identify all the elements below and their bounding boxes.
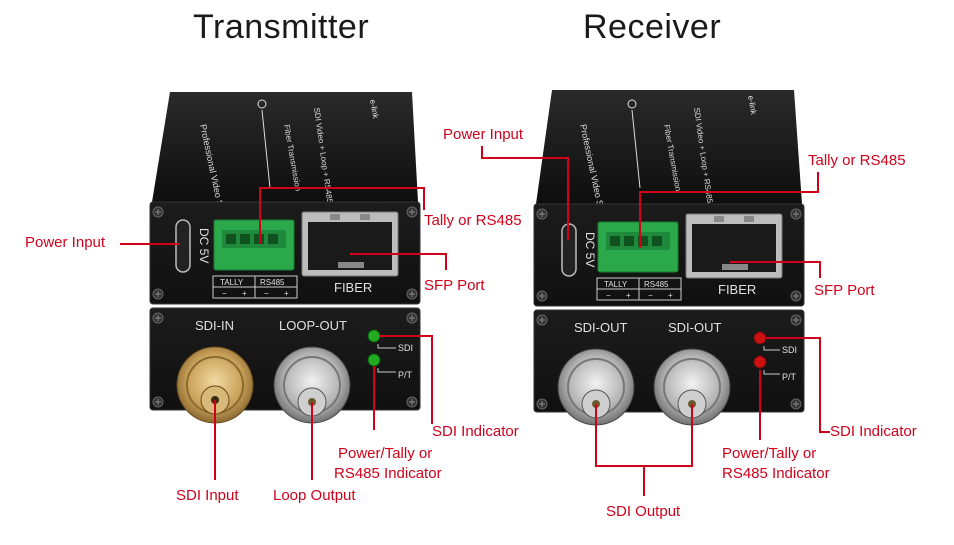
receiver-device: Professional Video Solution SDI Video + …: [533, 90, 805, 426]
receiver-led-sdi-label: SDI: [782, 345, 797, 355]
tx-sdi-input-label: SDI Input: [176, 487, 239, 504]
rx-sdi-ind-leader: [766, 337, 830, 433]
receiver-led-bracket: [763, 346, 780, 351]
transmitter-tally-label: TALLY: [220, 278, 244, 287]
tx-tally-leader: [259, 187, 425, 244]
transmitter-minus-label: −: [222, 289, 227, 298]
receiver-screw: [536, 398, 548, 410]
rx-power-input-label: Power Input: [443, 126, 524, 143]
tx-power-input-label: Power Input: [25, 234, 106, 251]
receiver-dc-label: DC 5V: [583, 232, 597, 267]
rx-sdi-output-leader: [595, 404, 693, 496]
transmitter-sfp-latch: [338, 262, 364, 268]
receiver-top-dot: [627, 99, 637, 109]
receiver-screw: [536, 208, 548, 220]
rx-sfp-leader: [730, 261, 821, 278]
transmitter-sfp-tab: [330, 214, 340, 220]
receiver-led-pt-label: P/T: [782, 372, 797, 382]
tx-power-tally-label-1: Power/Tally or: [338, 445, 433, 462]
receiver-title: Receiver: [583, 8, 722, 46]
transmitter-screw: [406, 396, 418, 408]
transmitter-device: Professional Video Solution SDI Video + …: [149, 92, 421, 424]
transmitter-bnc2-label: LOOP-OUT: [279, 318, 347, 333]
rx-sdi-output-label: SDI Output: [606, 503, 681, 520]
transmitter-top-cover: [152, 92, 418, 202]
transmitter-led-pt-label: P/T: [398, 370, 413, 380]
transmitter-rs485-label: RS485: [260, 278, 285, 287]
transmitter-screw: [152, 288, 164, 300]
receiver-plus-label: +: [626, 291, 631, 300]
rx-sdi-indicator-label: SDI Indicator: [830, 423, 917, 440]
transmitter-sdi-led: [367, 329, 381, 343]
receiver-minus-label: −: [606, 291, 611, 300]
rx-power-tally-label-1: Power/Tally or: [722, 445, 817, 462]
rx-power-tally-label-2: RS485 Indicator: [722, 465, 830, 482]
transmitter-led-bracket: [377, 344, 396, 349]
receiver-screw: [790, 208, 802, 220]
transmitter-dc-port[interactable]: [175, 219, 191, 273]
transmitter-sfp-tab: [360, 214, 370, 220]
receiver-screw: [790, 398, 802, 410]
receiver-led-bracket: [763, 370, 780, 375]
transmitter-callout-lines: [120, 187, 447, 480]
receiver-pt-led: [753, 355, 767, 369]
receiver-callout-lines: [481, 146, 830, 496]
receiver-sfp-tab: [744, 216, 754, 222]
transmitter-screw: [406, 288, 418, 300]
receiver-sfp-tab: [714, 216, 724, 222]
receiver-screw: [790, 314, 802, 326]
receiver-top-line: [631, 109, 641, 189]
transmitter-minus-label-2: −: [264, 289, 269, 298]
transmitter-top-line: [261, 109, 271, 189]
receiver-sdi-out-connector-2[interactable]: [653, 348, 731, 426]
tx-power-tally-label-2: RS485 Indicator: [334, 465, 442, 482]
transmitter-led-sdi-label: SDI: [398, 343, 413, 353]
receiver-rs485-label: RS485: [644, 280, 669, 289]
transmitter-dc-label: DC 5V: [197, 228, 211, 263]
transmitter-screw: [406, 206, 418, 218]
transmitter-screw: [152, 206, 164, 218]
receiver-screw: [536, 290, 548, 302]
tx-tally-rs485-label: Tally or RS485: [424, 212, 522, 229]
receiver-fiber-label: FIBER: [718, 282, 756, 297]
tx-sdi-ind-leader: [380, 335, 433, 424]
tx-sfp-port-label: SFP Port: [424, 277, 485, 294]
receiver-minus-label-2: −: [648, 291, 653, 300]
tx-sdi-indicator-label: SDI Indicator: [432, 423, 519, 440]
receiver-bnc1-label: SDI-OUT: [574, 320, 628, 335]
transmitter-top-dot: [257, 99, 267, 109]
transmitter-led-bracket: [377, 368, 396, 373]
transmitter-screw: [406, 312, 418, 324]
rx-sfp-port-label: SFP Port: [814, 282, 875, 299]
transmitter-pt-led: [367, 353, 381, 367]
receiver-screw: [790, 290, 802, 302]
receiver-sdi-led: [753, 331, 767, 345]
transmitter-plus-label: +: [242, 289, 247, 298]
transmitter-plus-label-2: +: [284, 289, 289, 298]
tx-loop-output-label: Loop Output: [273, 487, 356, 504]
rx-tally-rs485-label: Tally or RS485: [808, 152, 906, 169]
receiver-screw: [536, 314, 548, 326]
receiver-brand-logo: e-link: [746, 95, 758, 116]
receiver-terminal-pins: [610, 236, 662, 246]
transmitter-title: Transmitter: [193, 8, 370, 46]
rx-tally-leader: [639, 172, 819, 248]
transmitter-bnc1-label: SDI-IN: [195, 318, 234, 333]
transmitter-screw: [152, 312, 164, 324]
transmitter-brand-logo: e-link: [368, 99, 380, 120]
tx-sfp-leader: [350, 253, 447, 270]
receiver-sdi-out-connector-1[interactable]: [557, 348, 635, 426]
receiver-tally-label: TALLY: [604, 280, 628, 289]
receiver-sfp-latch: [722, 264, 748, 270]
receiver-bnc2-label: SDI-OUT: [668, 320, 722, 335]
receiver-top-cover: [536, 90, 802, 204]
transmitter-fiber-label: FIBER: [334, 280, 372, 295]
receiver-plus-label-2: +: [668, 291, 673, 300]
transmitter-screw: [152, 396, 164, 408]
rx-power-leader: [481, 146, 569, 240]
